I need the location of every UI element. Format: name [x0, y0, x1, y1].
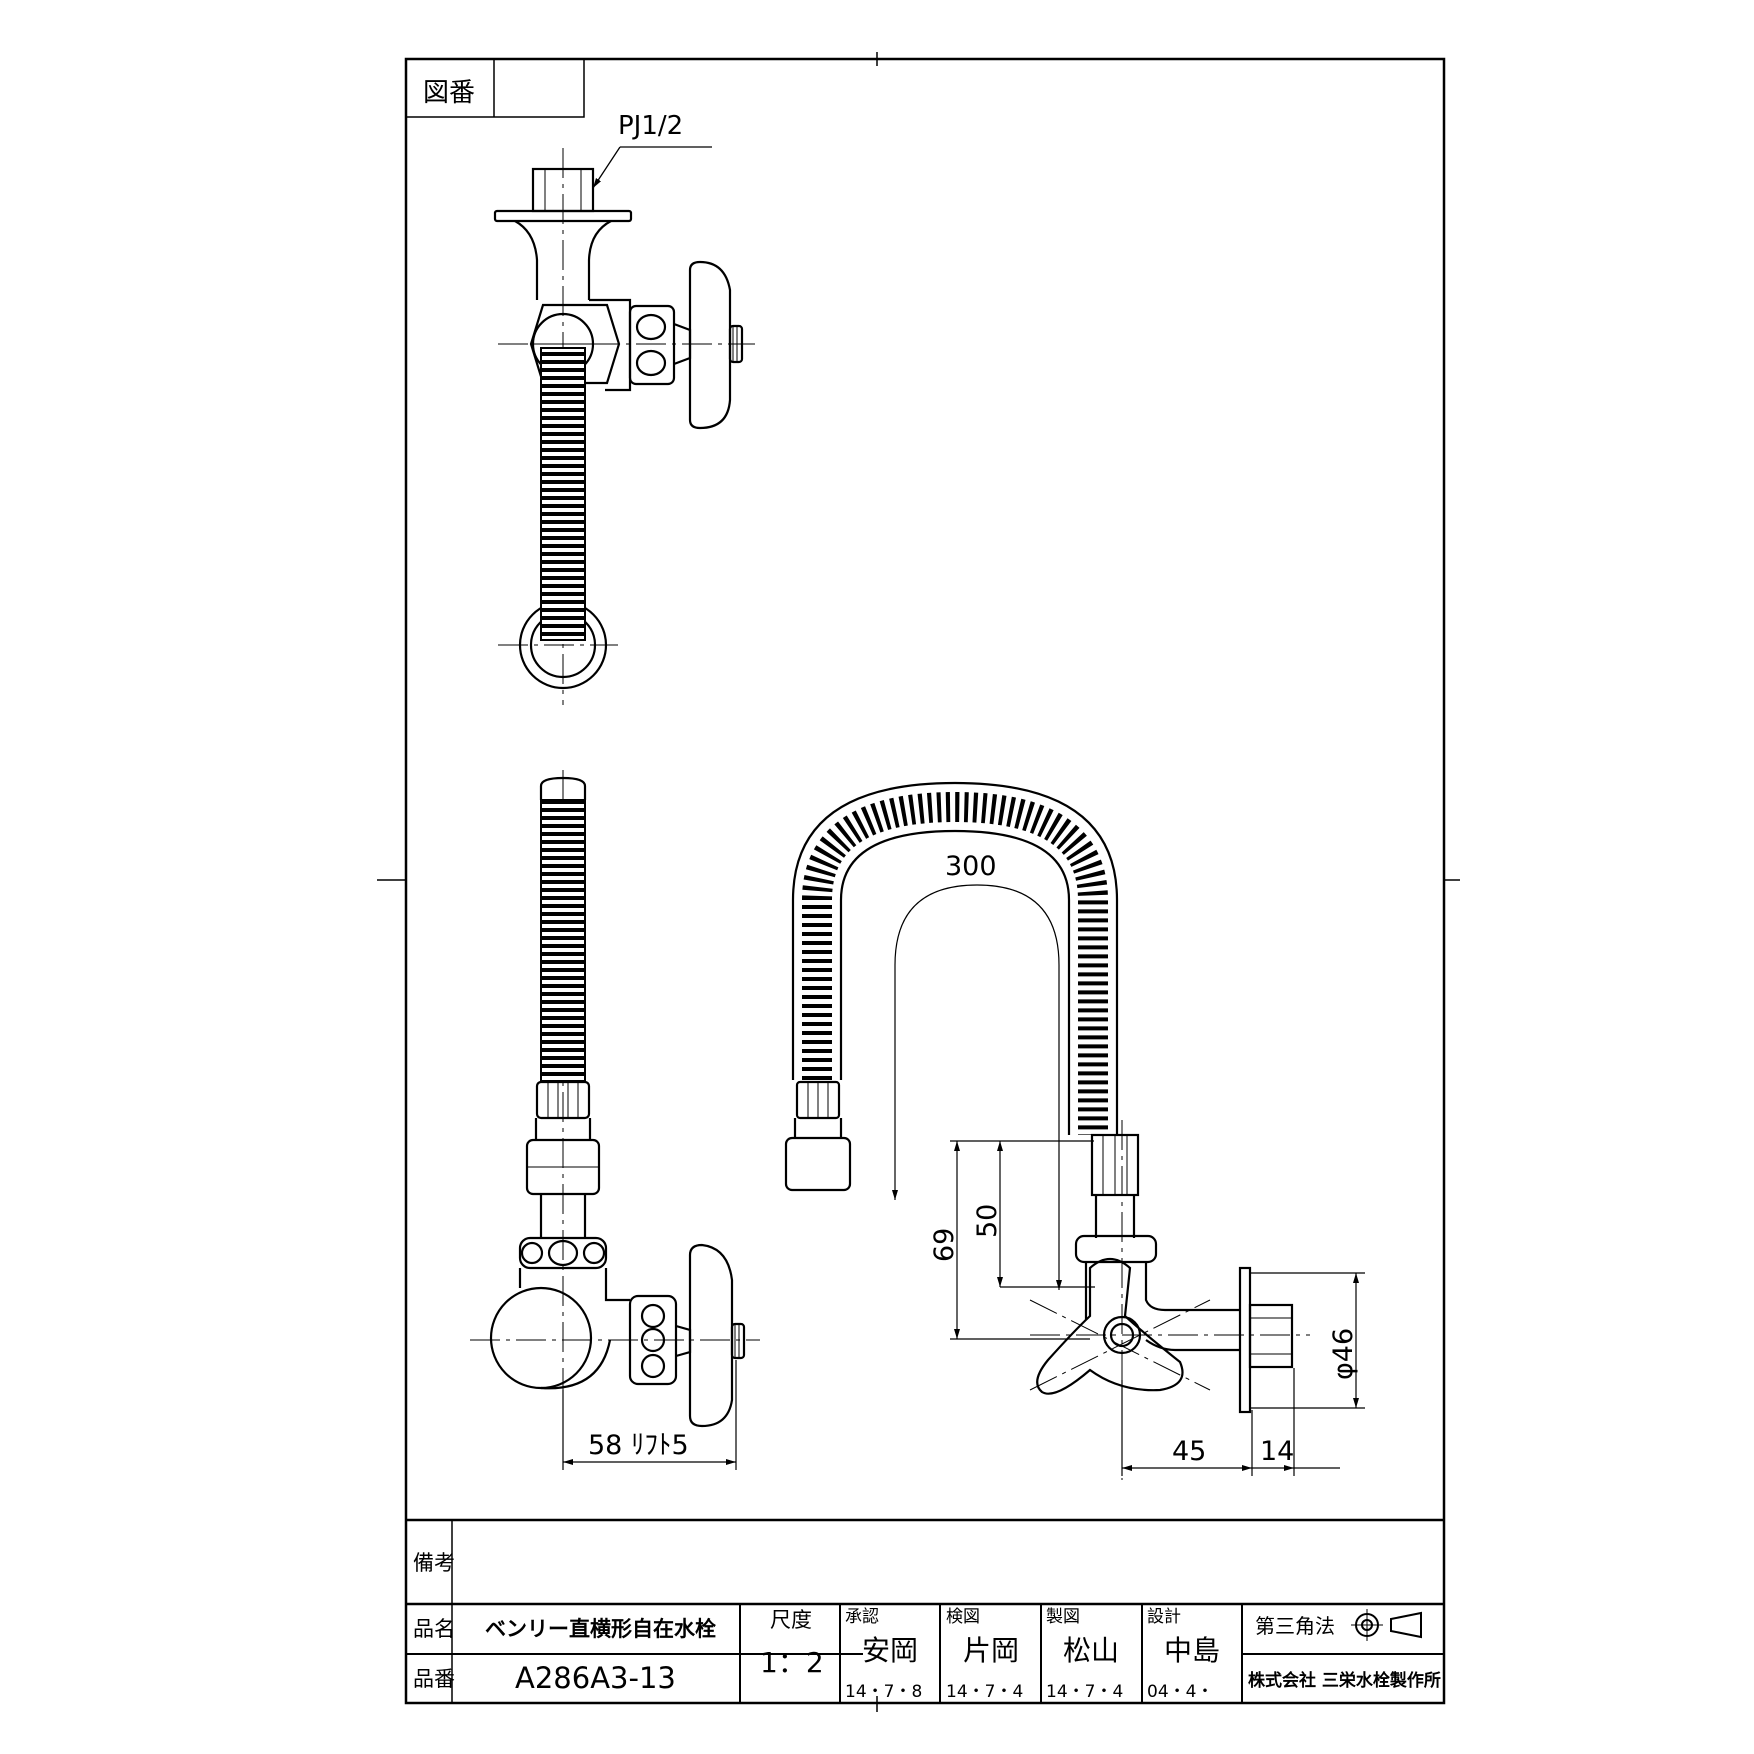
scale-value: 1：2 — [760, 1646, 824, 1679]
remarks-label: 備考 — [413, 1551, 455, 1575]
height-69-dimension: 69 — [929, 1228, 960, 1262]
product-number: A286A3-13 — [515, 1661, 676, 1695]
inspect-name: 片岡 — [963, 1634, 1019, 1667]
draft-date: 14・7・4 — [1046, 1682, 1123, 1702]
product-name: ベンリー直横形自在水栓 — [485, 1617, 716, 1641]
side-view-dimensions — [892, 884, 1365, 1476]
hose-length-dimension: 300 — [945, 851, 997, 882]
approve-label: 承認 — [845, 1607, 879, 1627]
scale-label: 尺度 — [770, 1608, 812, 1632]
sheet-frame — [377, 52, 1460, 1712]
top-view — [493, 146, 755, 705]
depth-14-dimension: 14 — [1260, 1436, 1294, 1467]
company-name: 株式会社 三栄水栓製作所 — [1248, 1670, 1441, 1691]
design-name: 中島 — [1164, 1634, 1220, 1667]
side-view — [784, 781, 1310, 1480]
front-view — [470, 770, 760, 1470]
projection-label: 第三角法 — [1255, 1614, 1335, 1638]
design-date: 04・4・ — [1147, 1682, 1213, 1702]
number-label: 品番 — [413, 1667, 455, 1691]
thread-label: PJ1/2 — [618, 111, 683, 141]
design-label: 設計 — [1147, 1607, 1181, 1627]
diameter-46-dimension: φ46 — [1328, 1328, 1359, 1380]
title-block — [406, 1518, 1444, 1703]
draft-name: 松山 — [1063, 1634, 1119, 1667]
approve-date: 14・7・8 — [845, 1682, 922, 1702]
width-lift-dimension: 58 ﾘﾌﾄ5 — [588, 1430, 689, 1461]
approve-name: 安岡 — [862, 1634, 918, 1667]
draft-label: 製図 — [1046, 1607, 1080, 1627]
inspect-label: 検図 — [946, 1607, 980, 1627]
height-50-dimension: 50 — [972, 1204, 1003, 1238]
name-label: 品名 — [413, 1617, 455, 1641]
drawing-no-label: 図番 — [423, 78, 475, 108]
depth-45-dimension: 45 — [1172, 1436, 1206, 1467]
hose-top-view — [540, 347, 586, 641]
inspect-date: 14・7・4 — [946, 1682, 1023, 1702]
hose-front-view — [540, 799, 586, 1083]
